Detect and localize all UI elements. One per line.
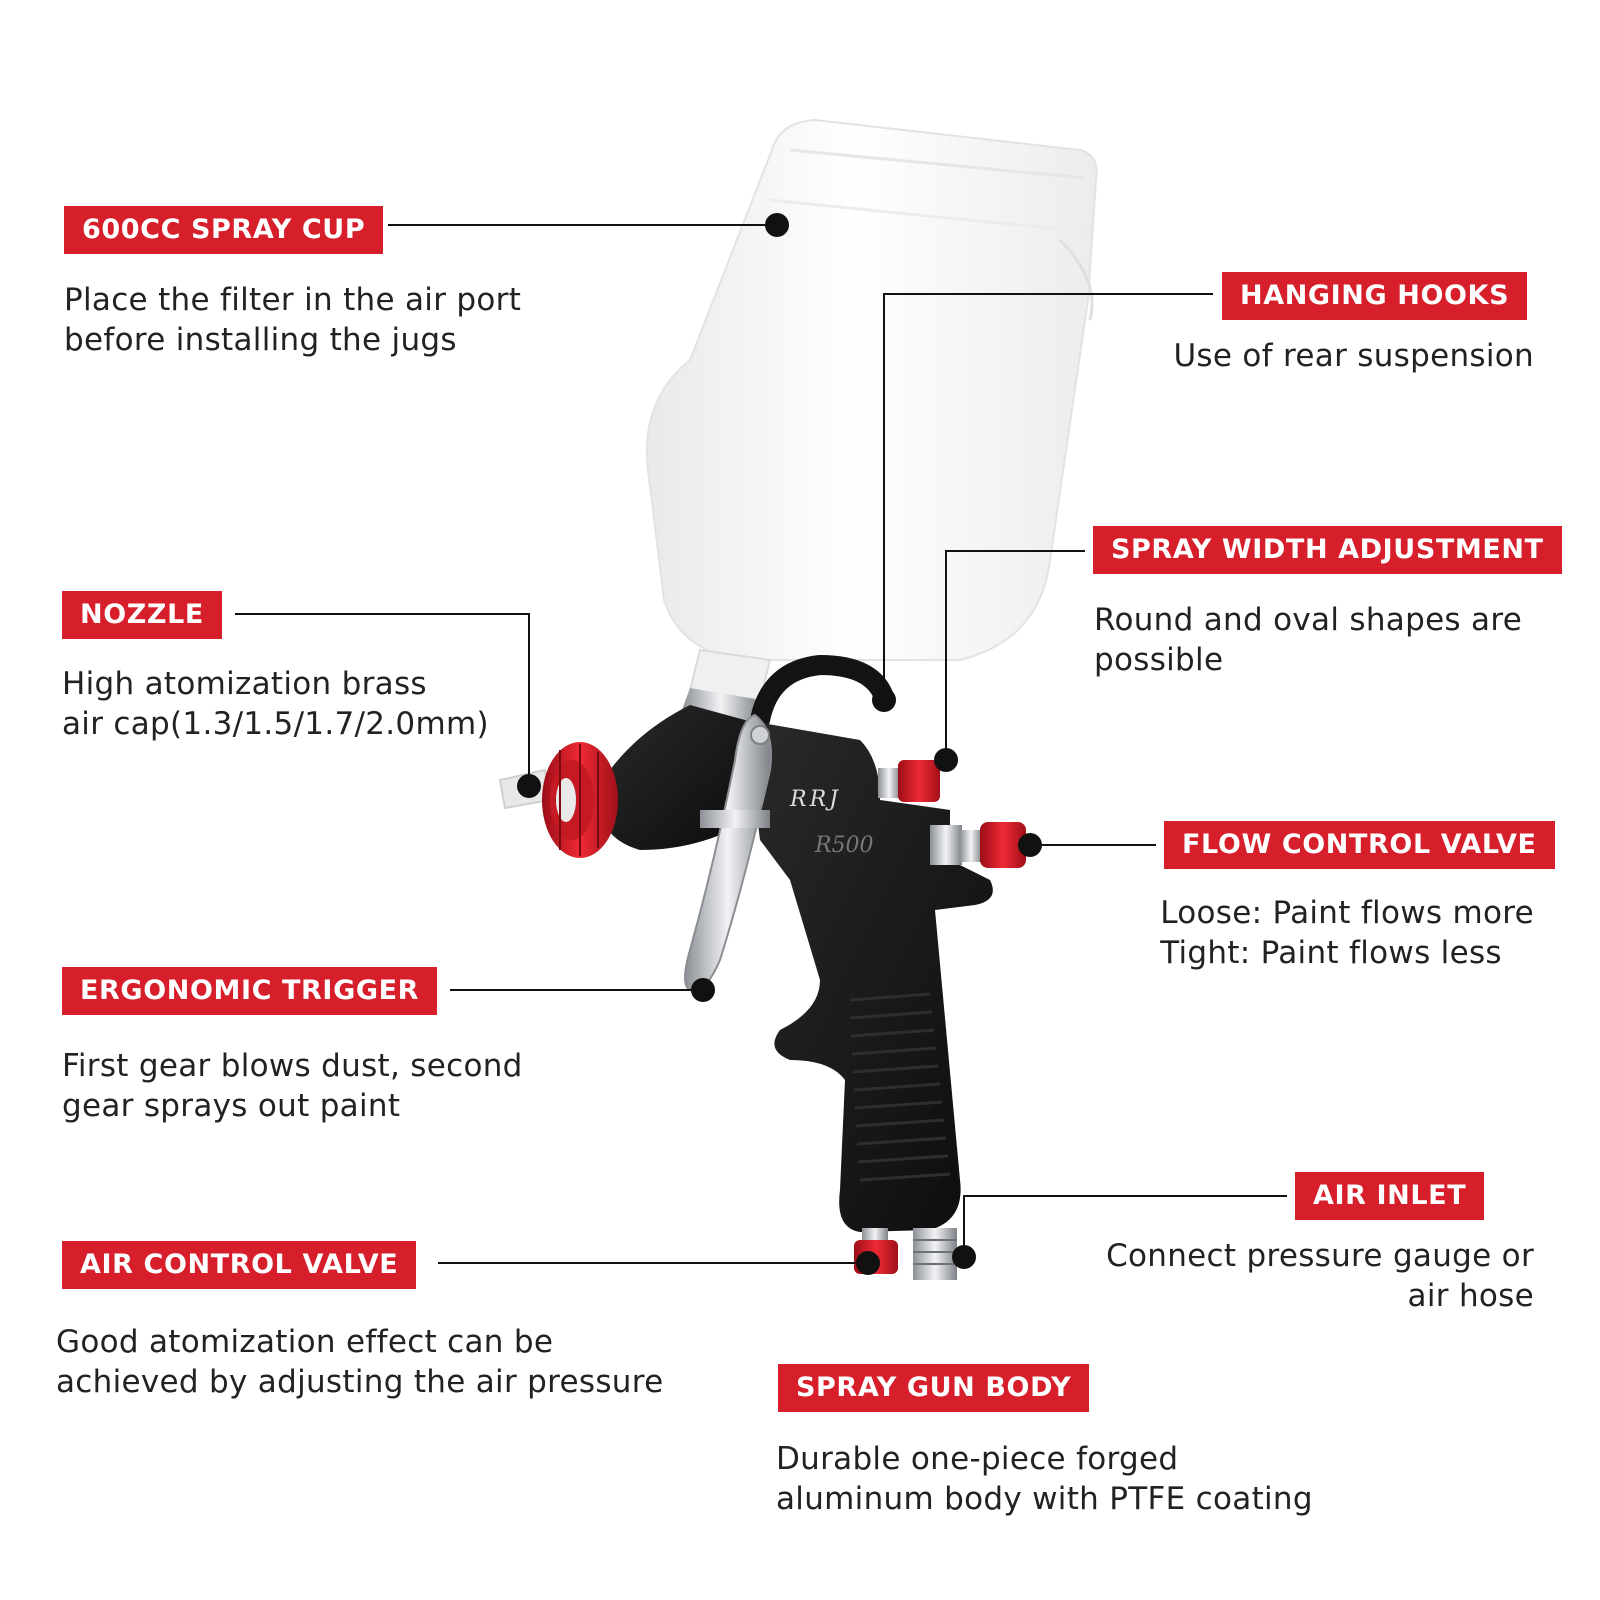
label-trigger: ERGONOMIC TRIGGER xyxy=(62,967,438,1015)
desc-spray-width: Round and oval shapes are possible xyxy=(1094,600,1522,680)
desc-line: before installing the jugs xyxy=(64,322,457,358)
spray-width-knob xyxy=(878,760,940,802)
dot-air-inlet xyxy=(952,1245,976,1269)
desc-line: Connect pressure gauge or xyxy=(1106,1238,1534,1274)
flow-control-knob xyxy=(930,822,1026,868)
desc-line: possible xyxy=(1094,642,1224,678)
desc-air-inlet: Connect pressure gauge or air hose xyxy=(1106,1236,1534,1316)
desc-hanging-hooks: Use of rear suspension xyxy=(1173,336,1534,376)
desc-line: First gear blows dust, second xyxy=(62,1048,523,1084)
dot-trigger xyxy=(691,978,715,1002)
label-flow-control: FLOW CONTROL VALVE xyxy=(1164,821,1555,869)
leader-air-inlet xyxy=(963,1195,1287,1257)
desc-spray-cup: Place the filter in the air port before … xyxy=(64,280,521,360)
desc-gun-body: Durable one-piece forged aluminum body w… xyxy=(776,1439,1313,1519)
leader-spray-width xyxy=(945,550,1085,760)
leader-dots xyxy=(517,213,1042,1275)
label-spray-width: SPRAY WIDTH ADJUSTMENT xyxy=(1093,526,1562,574)
desc-line: Loose: Paint flows more xyxy=(1160,895,1534,931)
desc-line: Round and oval shapes are xyxy=(1094,602,1523,638)
desc-nozzle: High atomization brass air cap(1.3/1.5/1… xyxy=(62,664,489,744)
label-spray-cup: 600CC SPRAY CUP xyxy=(64,206,384,254)
trigger xyxy=(684,713,772,992)
dot-spray-cup xyxy=(765,213,789,237)
leader-lines xyxy=(235,224,1287,1264)
dot-air-control xyxy=(856,1251,880,1275)
desc-line: Place the filter in the air port xyxy=(64,282,522,318)
dot-spray-width xyxy=(934,748,958,772)
spray-cup xyxy=(645,118,1098,722)
leader-hanging-hooks xyxy=(883,293,1213,700)
desc-trigger: First gear blows dust, second gear spray… xyxy=(62,1046,523,1126)
label-hanging-hooks: HANGING HOOKS xyxy=(1222,272,1528,320)
dot-nozzle xyxy=(517,774,541,798)
desc-line: air cap(1.3/1.5/1.7/2.0mm) xyxy=(62,706,489,742)
brand-marking: RRJ xyxy=(789,787,841,812)
desc-line: Use of rear suspension xyxy=(1173,338,1534,374)
desc-flow-control: Loose: Paint flows more Tight: Paint flo… xyxy=(1160,893,1534,973)
desc-line: Durable one-piece forged xyxy=(776,1441,1179,1477)
label-air-inlet: AIR INLET xyxy=(1295,1172,1485,1220)
label-gun-body: SPRAY GUN BODY xyxy=(778,1364,1090,1412)
model-marking: R500 xyxy=(814,833,874,858)
desc-line: air hose xyxy=(1407,1278,1534,1314)
desc-line: gear sprays out paint xyxy=(62,1088,401,1124)
desc-line: achieved by adjusting the air pressure xyxy=(56,1364,664,1400)
desc-line: Tight: Paint flows less xyxy=(1160,935,1502,971)
dot-hanging-hooks xyxy=(872,688,896,712)
dot-flow-control xyxy=(1018,833,1042,857)
gun-body: RRJ R500 xyxy=(745,720,993,1232)
label-nozzle: NOZZLE xyxy=(62,591,222,639)
hanging-hook xyxy=(750,654,895,730)
air-inlet-fitting xyxy=(913,1228,957,1280)
desc-line: aluminum body with PTFE coating xyxy=(776,1481,1313,1517)
desc-line: Good atomization effect can be xyxy=(56,1324,554,1360)
label-air-control: AIR CONTROL VALVE xyxy=(62,1241,417,1289)
leader-nozzle xyxy=(235,613,530,786)
desc-line: High atomization brass xyxy=(62,666,427,702)
desc-air-control: Good atomization effect can be achieved … xyxy=(56,1322,663,1402)
